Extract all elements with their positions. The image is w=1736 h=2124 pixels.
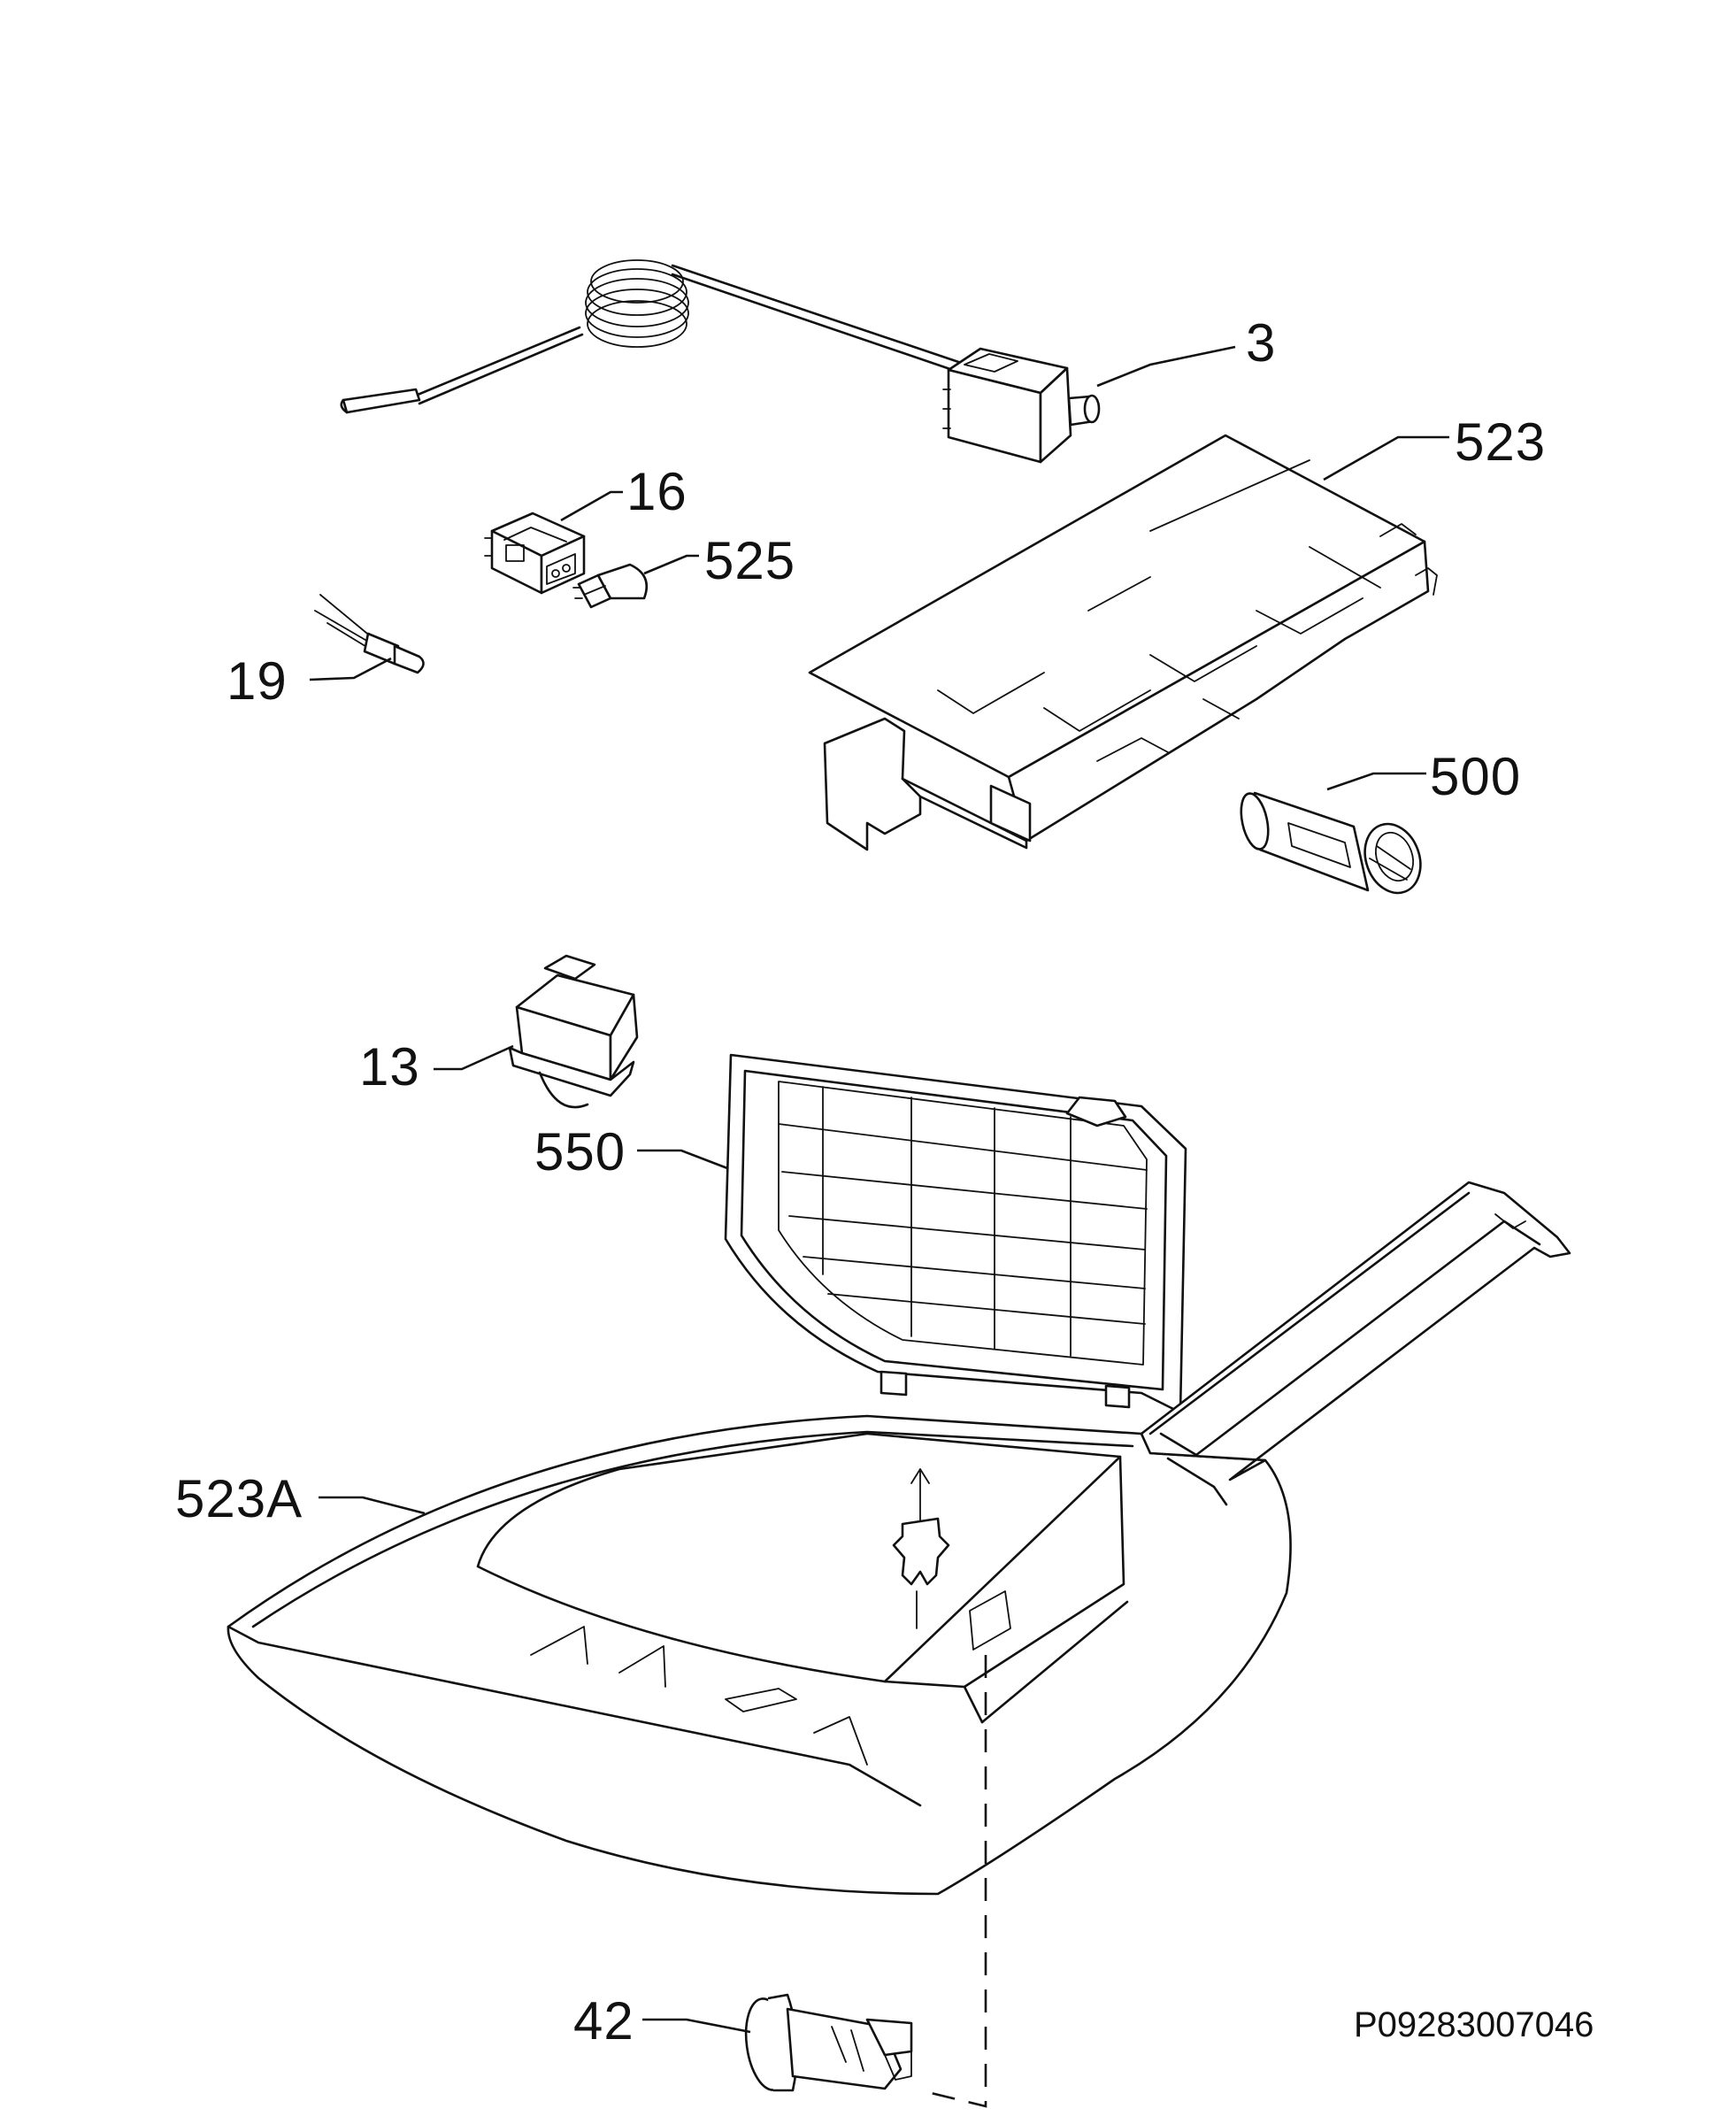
leader-525	[644, 556, 699, 573]
callout-550: 550	[534, 1122, 626, 1181]
callout-19: 19	[227, 651, 288, 711]
leader-19	[310, 658, 391, 680]
leader-3	[1097, 347, 1235, 386]
callout-3: 3	[1246, 313, 1277, 373]
document-number: P09283007046	[1354, 2005, 1594, 2044]
callout-16: 16	[626, 462, 687, 521]
part-523-control-housing[interactable]	[810, 435, 1437, 850]
part-16-switch[interactable]	[485, 513, 584, 593]
leader-lines	[310, 347, 1449, 2032]
callout-13: 13	[359, 1037, 420, 1097]
part-550-grille[interactable]	[726, 1055, 1186, 1412]
callout-523: 523	[1455, 412, 1547, 472]
leader-13	[434, 1046, 513, 1069]
leader-550	[637, 1150, 727, 1168]
callout-523A: 523A	[175, 1469, 303, 1528]
leader-16	[561, 492, 623, 520]
leader-42	[642, 2020, 750, 2032]
callout-525: 525	[704, 531, 796, 590]
part-500-knob[interactable]	[1237, 791, 1430, 901]
leader-523	[1324, 437, 1449, 480]
part-525-lamp[interactable]	[573, 565, 647, 607]
assembly-dashed-line	[920, 1655, 986, 2106]
part-3-thermostat[interactable]	[342, 260, 1099, 462]
part-42-lamp-holder[interactable]	[741, 1995, 911, 2093]
callout-42: 42	[573, 1991, 634, 2051]
leader-500	[1327, 773, 1426, 789]
part-523A-housing[interactable]	[228, 1182, 1570, 1894]
part-13-door-switch[interactable]	[510, 956, 637, 1107]
leader-523A	[319, 1497, 425, 1513]
part-19-sensor[interactable]	[315, 595, 424, 673]
capillary-coil	[586, 260, 688, 347]
callout-500: 500	[1430, 747, 1522, 806]
